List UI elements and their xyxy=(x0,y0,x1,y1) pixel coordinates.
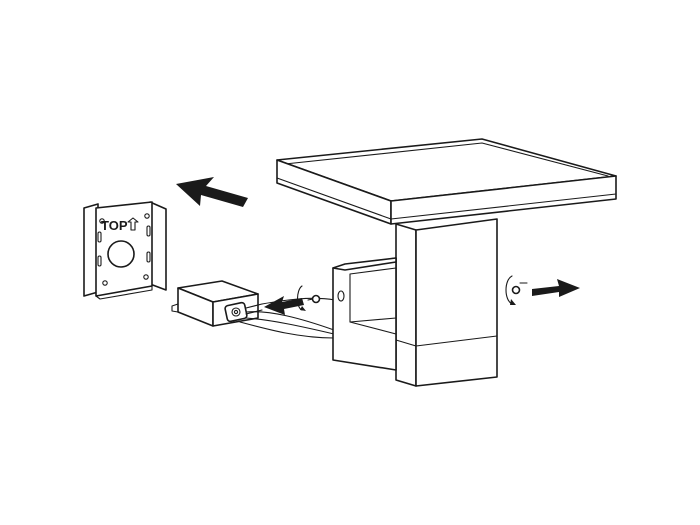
screw-icon xyxy=(296,285,321,311)
lamp-body xyxy=(395,218,498,387)
junction-box xyxy=(171,280,263,327)
lamp-wall-arm xyxy=(332,257,397,371)
screw-icon xyxy=(505,275,521,305)
direction-arrow-icon xyxy=(532,279,580,297)
lamp-top-plate xyxy=(276,138,617,225)
mounting-bracket: TOP xyxy=(83,201,167,300)
direction-arrow-icon xyxy=(176,177,248,207)
direction-arrow-icon xyxy=(264,296,304,315)
bracket-top-label: TOP xyxy=(101,218,128,233)
up-arrow-icon xyxy=(127,217,139,231)
